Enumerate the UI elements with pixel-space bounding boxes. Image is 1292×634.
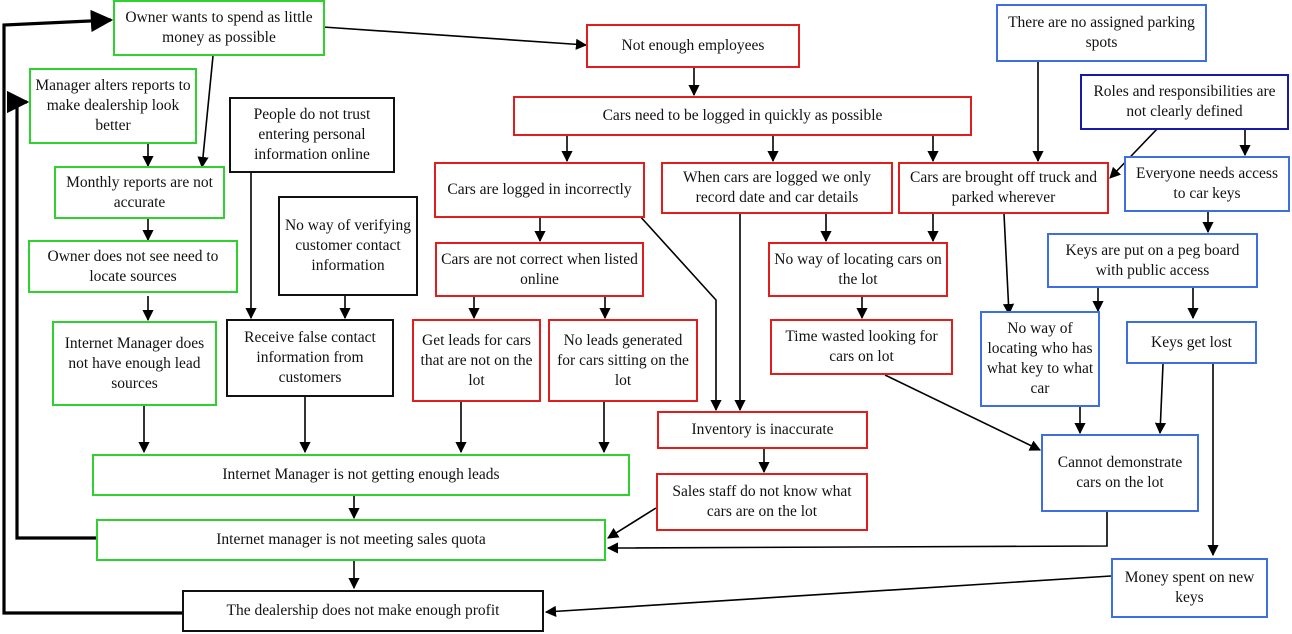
node-no-parking-spots: There are no assigned parking spots — [996, 4, 1207, 62]
node-internet-mgr-sources: Internet Manager does not have enough le… — [52, 321, 217, 406]
loop-quota-to-manager — [6, 90, 96, 540]
node-cannot-demonstrate: Cannot demonstrate cars on the lot — [1041, 434, 1199, 512]
node-brought-off-truck: Cars are brought off truck and parked wh… — [898, 162, 1109, 214]
node-no-verify: No way of verifying customer contact inf… — [278, 196, 418, 296]
node-not-enough-leads: Internet Manager is not getting enough l… — [92, 454, 630, 496]
arrow-owner-to-employees — [322, 26, 588, 50]
node-no-locating-key: No way of locating who has what key to w… — [980, 311, 1100, 407]
arrow-demonstrate-to-quota — [606, 512, 1108, 554]
node-not-correct-online: Cars are not correct when listed online — [435, 242, 644, 297]
node-everyone-keys: Everyone needs access to car keys — [1124, 156, 1290, 212]
node-date-details: When cars are logged we only record date… — [661, 162, 893, 214]
node-inventory-inaccurate: Inventory is inaccurate — [657, 411, 868, 449]
node-people-trust: People do not trust entering personal in… — [229, 97, 395, 173]
node-leads-not-on-lot: Get leads for cars that are not on the l… — [412, 319, 541, 402]
node-no-locating-cars: No way of locating cars on the lot — [768, 242, 948, 297]
node-monthly-reports: Monthly reports are not accurate — [54, 166, 225, 219]
node-logged-quickly: Cars need to be logged in quickly as pos… — [513, 96, 972, 136]
node-owner-spend: Owner wants to spend as little money as … — [113, 0, 325, 56]
arrow-owner-to-monthly — [197, 55, 214, 169]
node-sales-staff-dont-know: Sales staff do not know what cars are on… — [656, 473, 868, 531]
arrow-truck-to-key — [1002, 213, 1015, 316]
node-owner-no-need: Owner does not see need to locate source… — [28, 240, 238, 293]
node-roles-undefined: Roles and responsibilities are not clear… — [1080, 74, 1289, 130]
arrow-lost-to-demonstrate — [1154, 363, 1167, 435]
node-keys-peg-board: Keys are put on a peg board with public … — [1047, 233, 1258, 288]
node-money-new-keys: Money spent on new keys — [1111, 558, 1268, 618]
arrow-roles-to-truck — [1109, 126, 1160, 179]
node-no-leads-sitting: No leads generated for cars sitting on t… — [548, 319, 698, 402]
node-manager-alters: Manager alters reports to make dealershi… — [29, 68, 197, 144]
node-not-meeting-quota: Internet manager is not meeting sales qu… — [96, 519, 606, 561]
node-time-wasted: Time wasted looking for cars on lot — [770, 319, 953, 375]
node-not-enough-employees: Not enough employees — [586, 24, 800, 68]
loop-profit-to-owner — [2, 9, 182, 615]
node-logged-incorrectly: Cars are logged in incorrectly — [434, 162, 645, 218]
node-false-contact: Receive false contact information from c… — [226, 319, 394, 397]
node-keys-lost: Keys get lost — [1126, 321, 1257, 364]
node-not-enough-profit: The dealership does not make enough prof… — [182, 590, 544, 632]
arrow-incorrect-to-inventory — [637, 213, 722, 412]
arrow-time-to-demonstrate — [884, 374, 1042, 451]
arrow-money-to-profit — [544, 575, 1112, 617]
arrow-sales-to-quota — [607, 507, 657, 539]
